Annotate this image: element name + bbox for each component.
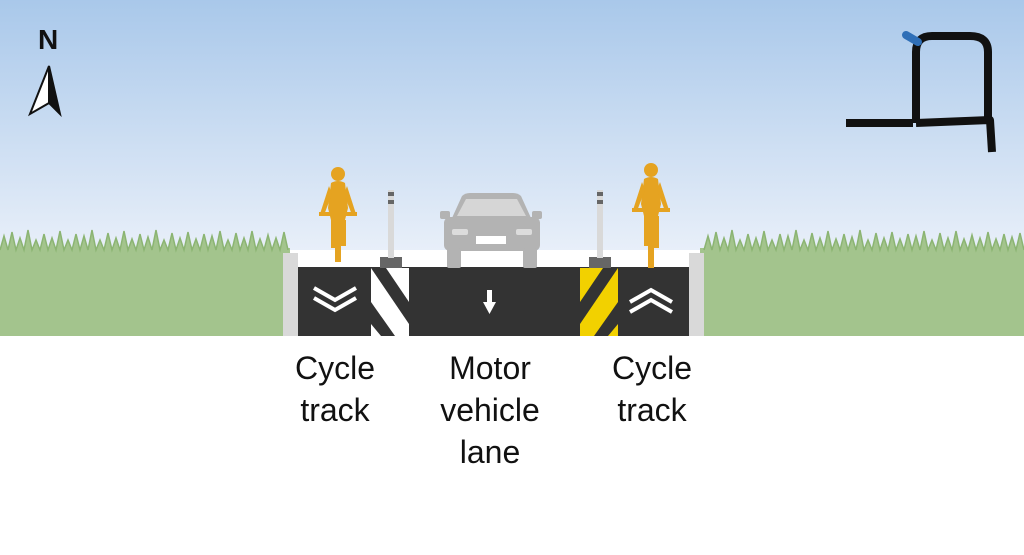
map-highlight [902, 31, 922, 46]
chevron-up-icon [629, 287, 673, 314]
lane-label-cycle-track-right: Cycle track [611, 350, 692, 428]
car-icon [440, 193, 542, 268]
curb-left [283, 253, 298, 336]
delineator-post-icon [380, 190, 402, 268]
grass-tufts [0, 229, 1024, 253]
grass-right [700, 248, 1024, 336]
road-surface [297, 267, 689, 336]
north-arrow-icon [28, 65, 62, 118]
lane-label-cycle-track-left: Cycle track [294, 350, 375, 428]
arrow-down-icon [483, 290, 496, 314]
buffer-left [371, 268, 409, 336]
chevron-down-icon [313, 286, 357, 313]
lane-label-motor-vehicle-lane: Motor vehicle lane [440, 350, 540, 470]
cyclist-icon [319, 167, 357, 262]
buffer-right [580, 268, 618, 336]
curb-right [689, 253, 704, 336]
delineator-post-icon [589, 190, 611, 268]
cyclist-icon [632, 163, 670, 268]
grass-left [0, 248, 290, 336]
compass-north-label: N [38, 24, 59, 55]
